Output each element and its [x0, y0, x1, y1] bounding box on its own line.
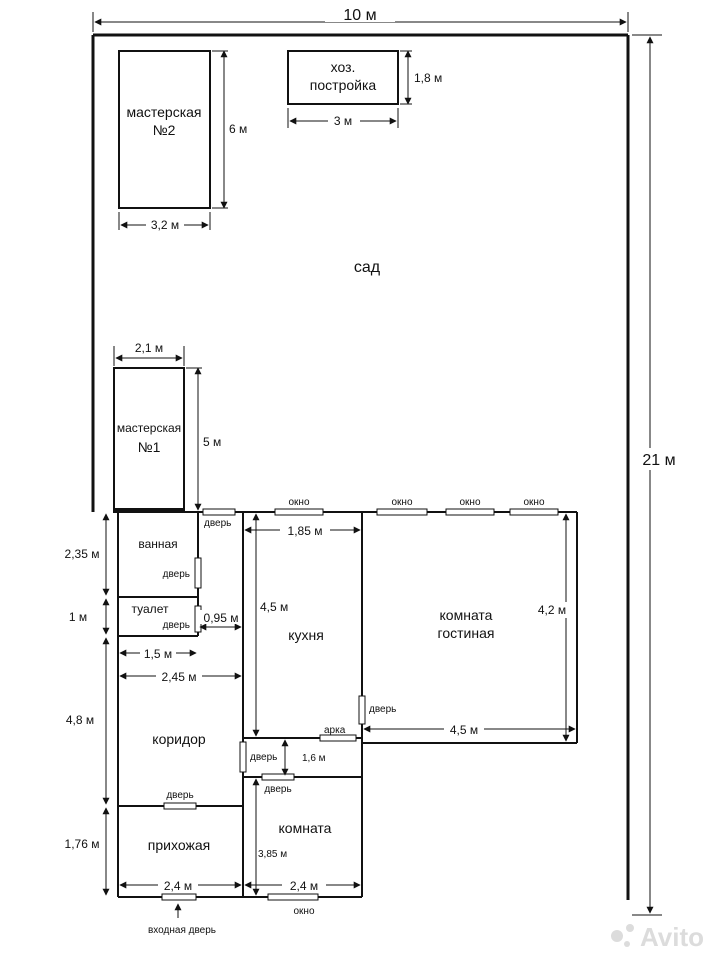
room-door-symbol	[261, 773, 295, 781]
shed-name-line2: постройка	[310, 77, 377, 93]
living-window-3-symbol	[509, 508, 559, 516]
shed: хоз. постройка 1,8 м 3 м	[287, 50, 442, 128]
living-door-label: дверь	[369, 704, 396, 715]
watermark-text: Avito	[640, 922, 704, 952]
workshop-1-height-label: 5 м	[203, 435, 221, 449]
workshop-2-height-label: 6 м	[229, 122, 247, 136]
workshop-1-number: №1	[138, 439, 161, 455]
toilet-height-label: 1 м	[69, 610, 87, 624]
small-hall-door-label: дверь	[250, 752, 277, 763]
plot-width-label: 10 м	[343, 7, 376, 24]
room-window-symbol	[267, 893, 319, 901]
arch-label: арка	[324, 725, 346, 736]
hall-door-label: дверь	[166, 790, 193, 801]
plot-length-dimension: 21 м	[632, 34, 685, 916]
hall-door-symbol	[163, 802, 197, 810]
plot-length-label: 21 м	[642, 452, 675, 469]
workshop-2-width-label: 3,2 м	[151, 218, 179, 232]
bathroom-door-symbol	[194, 557, 202, 589]
room-window-label: окно	[293, 906, 314, 917]
room-height-label: 3,85 м	[258, 849, 287, 860]
workshop-2-name: мастерская	[126, 104, 201, 120]
entrance-door-label: входная дверь	[148, 925, 216, 936]
small-hall-door-symbol	[239, 741, 247, 773]
bathroom-name: ванная	[138, 537, 177, 551]
back-door-symbol	[202, 508, 236, 516]
shed-name-line1: хоз.	[331, 59, 356, 75]
hall-width-label: 2,4 м	[164, 879, 192, 893]
living-name-line2: гостиная	[438, 625, 495, 641]
kitchen-height-label: 4,5 м	[260, 600, 288, 614]
living-height-label: 4,2 м	[538, 603, 566, 617]
corridor-width-label: 2,45 м	[162, 670, 197, 684]
toilet-depth-label: 0,95 м	[204, 611, 239, 625]
toilet-name: туалет	[132, 602, 169, 616]
bathroom-height-label: 2,35 м	[65, 547, 100, 561]
living-window-3-label: окно	[523, 497, 544, 508]
back-door-label: дверь	[204, 518, 231, 529]
room-name: комната	[279, 820, 332, 836]
living-door-symbol	[358, 695, 366, 725]
shed-height-label: 1,8 м	[414, 71, 442, 85]
workshop-1-name: мастерская	[117, 421, 181, 435]
plot-boundary	[91, 33, 630, 900]
arch-symbol	[319, 734, 357, 742]
hall-height-label: 1,76 м	[65, 837, 100, 851]
kitchen-window-symbol	[274, 508, 324, 516]
workshop-2: мастерская №2 6 м 3,2 м	[118, 50, 247, 232]
avito-watermark: Avito	[611, 922, 704, 952]
toilet-width-label: 1,5 м	[144, 647, 172, 661]
plot-width-dimension: 10 м	[92, 6, 629, 32]
openings	[161, 508, 559, 901]
kitchen-window-label: окно	[288, 497, 309, 508]
room-door-label: дверь	[264, 784, 291, 795]
workshop-1: мастерская №1 5 м 2,1 м	[113, 341, 221, 513]
small-hall-height-label: 1,6 м	[302, 753, 326, 764]
living-width-label: 4,5 м	[450, 723, 478, 737]
toilet-door-label: дверь	[163, 620, 190, 631]
entrance-door-symbol	[161, 893, 197, 901]
hall-name: прихожая	[148, 837, 210, 853]
workshop-2-number: №2	[153, 122, 176, 138]
living-window-1-symbol	[376, 508, 428, 516]
living-window-1-label: окно	[391, 497, 412, 508]
bathroom-door-label: дверь	[163, 569, 190, 580]
living-window-2-label: окно	[459, 497, 480, 508]
shed-width-label: 3 м	[334, 114, 352, 128]
room-width-label: 2,4 м	[290, 879, 318, 893]
workshop-1-width-label: 2,1 м	[135, 341, 163, 355]
watermark-dot-icon	[611, 930, 623, 942]
living-window-2-symbol	[445, 508, 495, 516]
living-name-line1: комната	[440, 607, 493, 623]
corridor-height-label: 4,8 м	[66, 713, 94, 727]
kitchen-width-label: 1,85 м	[288, 524, 323, 538]
kitchen-name: кухня	[288, 627, 324, 643]
corridor-name: коридор	[152, 731, 206, 747]
garden-label: сад	[354, 259, 381, 276]
